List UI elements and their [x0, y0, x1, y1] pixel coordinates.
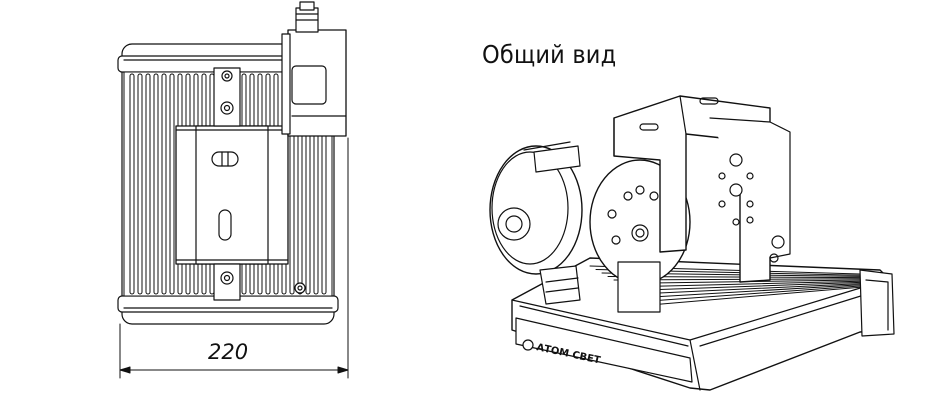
bracket-frame	[195, 125, 269, 265]
bracket-bolt-icon	[729, 153, 743, 167]
slot-lower	[218, 209, 232, 241]
gland-nut-icon	[497, 207, 531, 241]
cable-gland-housing	[489, 141, 583, 305]
isometric-view: АТОМ СВЕТ	[489, 95, 895, 391]
u-bracket	[613, 95, 791, 283]
width-dimension	[119, 137, 349, 379]
front-panel	[515, 317, 693, 383]
slot-upper	[211, 151, 239, 167]
junction-box	[281, 1, 347, 137]
front-view	[117, 1, 347, 325]
bolt-icon	[220, 70, 306, 294]
housing-outline	[121, 43, 335, 325]
width-dimension-value: 220	[208, 340, 249, 364]
general-view-title: Общий вид	[482, 40, 617, 69]
